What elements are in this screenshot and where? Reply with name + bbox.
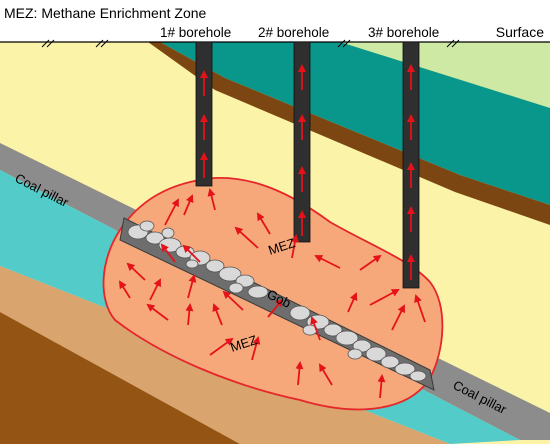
borehole-3-label: 3# borehole [368,25,439,40]
borehole-1-label: 1# borehole [160,25,231,40]
brown-stratum [148,42,550,225]
borehole-2-label: 2# borehole [258,25,329,40]
gob-rubble [127,220,427,382]
dark-brown-stratum [0,312,240,444]
legend-text: MEZ: Methane Enrichment Zone [4,5,207,21]
boreholes [195,41,420,289]
teal-stratum [160,42,550,205]
gas-flow-arrows [118,64,426,399]
borehole-2 [293,41,311,243]
ground-surface [0,39,550,48]
surface-label: Surface [496,24,544,40]
